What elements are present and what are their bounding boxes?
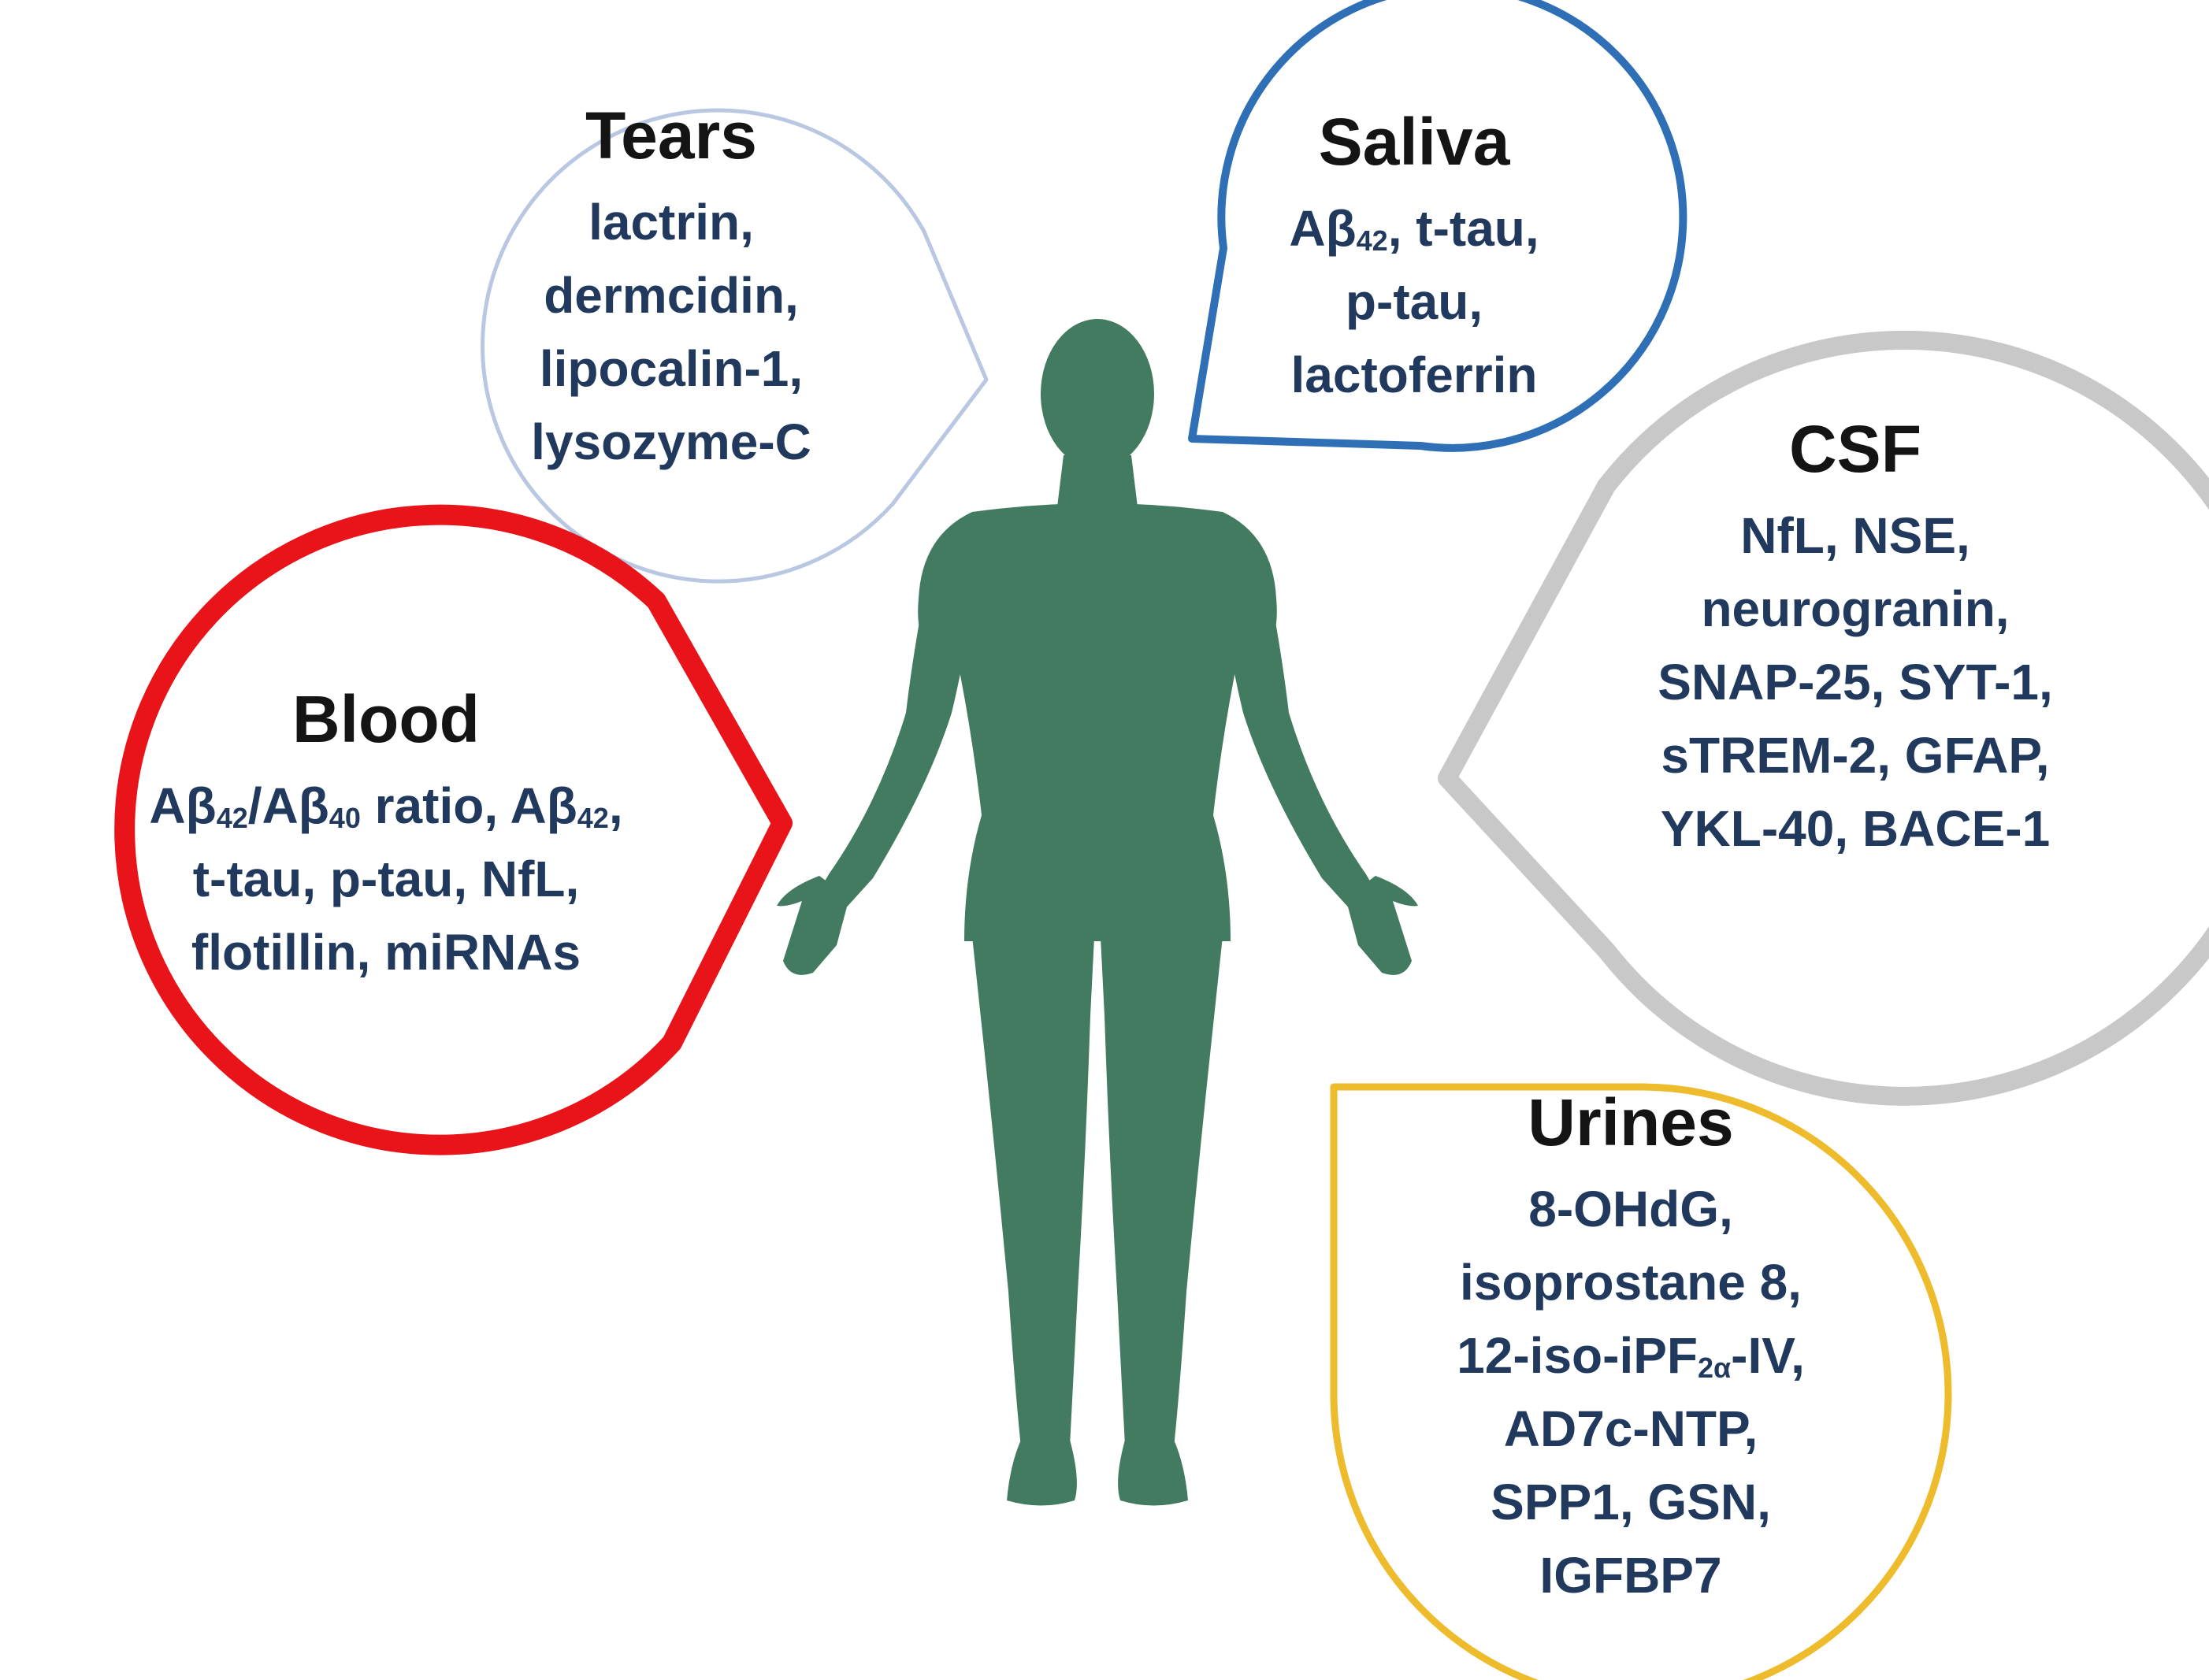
biomarker-line: neurogranin, <box>1658 573 2053 646</box>
biomarker-line: lysozyme-C <box>531 406 811 479</box>
biomarker-text: SNAP-25, SYT-1, <box>1658 654 2053 710</box>
biomarker-text: isoprostane 8, <box>1460 1254 1802 1311</box>
biomarker-text: dermcidin, <box>544 267 799 324</box>
saliva-title: Saliva <box>1318 105 1510 179</box>
biomarker-text: AD7c-NTP, <box>1503 1400 1758 1457</box>
biomarker-line: Aβ42, t-tau, <box>1289 192 1539 265</box>
biomarker-text: lactoferrin <box>1290 347 1538 403</box>
biomarker-line: dermcidin, <box>531 259 811 332</box>
biomarker-line: AD7c-NTP, <box>1457 1393 1805 1466</box>
biomarker-text: YKL-40, BACE-1 <box>1660 800 2051 857</box>
biomarker-line: 12-iso-iPF2α-IV, <box>1457 1319 1805 1393</box>
biomarker-text: 12-iso-iPF <box>1457 1327 1698 1384</box>
biomarker-text: sTREM-2, GFAP, <box>1661 727 2050 784</box>
biomarker-line: NfL, NSE, <box>1658 499 2053 573</box>
biomarker-text: flotillin, miRNAs <box>191 924 581 981</box>
biomarker-line: SNAP-25, SYT-1, <box>1658 646 2053 719</box>
biomarker-text: IGFBP7 <box>1539 1547 1722 1604</box>
biomarker-text: /Aβ <box>247 777 329 834</box>
biomarker-line: Aβ42/Aβ40 ratio, Aβ42, <box>149 770 622 843</box>
subscript: 40 <box>329 802 361 834</box>
urines-title: Urines <box>1528 1085 1734 1159</box>
csf-bubble <box>1438 330 2209 1106</box>
biomarker-line: lipocalin-1, <box>531 332 811 406</box>
csf-biomarker-list: NfL, NSE, neurogranin, SNAP-25, SYT-1, sTRE… <box>1658 499 2053 866</box>
saliva-bubble <box>1188 0 1687 452</box>
blood-biomarker-list: Aβ42/Aβ40 ratio, Aβ42,t-tau, p-tau, NfL,… <box>149 770 622 989</box>
biomarker-text: p-tau, <box>1345 273 1483 330</box>
biomarker-text: SPP1, GSN, <box>1491 1474 1771 1530</box>
biomarker-text: , t-tau, <box>1387 200 1539 257</box>
biomarker-line: p-tau, <box>1289 265 1539 339</box>
urines-bubble <box>1330 1083 1952 1680</box>
biomarker-text: Aβ <box>1289 200 1357 257</box>
urines-biomarker-list: 8-OHdG, isoprostane 8, 12-iso-iPF2α-IV, AD7… <box>1457 1173 1805 1612</box>
human-body-silhouette-icon <box>777 319 1418 1506</box>
tears-title: Tears <box>585 98 757 172</box>
saliva-biomarker-list: Aβ42, t-tau, p-tau, lactoferrin <box>1289 192 1539 412</box>
biomarker-line: flotillin, miRNAs <box>149 916 622 989</box>
biomarker-text: -IV, <box>1731 1327 1805 1384</box>
biomarker-text: t-tau, p-tau, NfL, <box>192 851 580 907</box>
biomarker-line: IGFBP7 <box>1457 1539 1805 1612</box>
biomarker-line: t-tau, p-tau, NfL, <box>149 843 622 916</box>
subscript: 42 <box>1356 224 1388 257</box>
subscript: 42 <box>577 802 609 834</box>
biomarker-text: NfL, NSE, <box>1740 507 1970 564</box>
tears-biomarker-list: lactrin, dermcidin, lipocalin-1, lysozyme-C <box>531 186 811 479</box>
biomarker-text: Aβ <box>149 777 217 834</box>
biomarker-line: lactrin, <box>531 186 811 259</box>
biomarker-text: , <box>608 777 623 834</box>
biomarker-line: SPP1, GSN, <box>1457 1466 1805 1539</box>
biomarker-line: isoprostane 8, <box>1457 1246 1805 1319</box>
biomarker-text: ratio, Aβ <box>360 777 577 834</box>
biomarker-text: lipocalin-1, <box>539 340 804 397</box>
biomarker-text: lactrin, <box>588 194 754 250</box>
blood-title: Blood <box>292 682 480 756</box>
subscript: 2α <box>1698 1352 1732 1384</box>
biomarker-line: YKL-40, BACE-1 <box>1658 792 2053 866</box>
biomarker-text: lysozyme-C <box>531 414 811 470</box>
subscript: 42 <box>216 802 248 834</box>
tears-bubble <box>481 108 989 584</box>
biomarker-text: 8-OHdG, <box>1528 1181 1733 1237</box>
blood-bubble <box>114 504 793 1155</box>
biomarker-line: lactoferrin <box>1289 339 1539 412</box>
biomarker-line: sTREM-2, GFAP, <box>1658 719 2053 792</box>
csf-title: CSF <box>1789 412 1921 486</box>
biomarker-line: 8-OHdG, <box>1457 1173 1805 1246</box>
biomarker-text: neurogranin, <box>1701 580 2010 637</box>
